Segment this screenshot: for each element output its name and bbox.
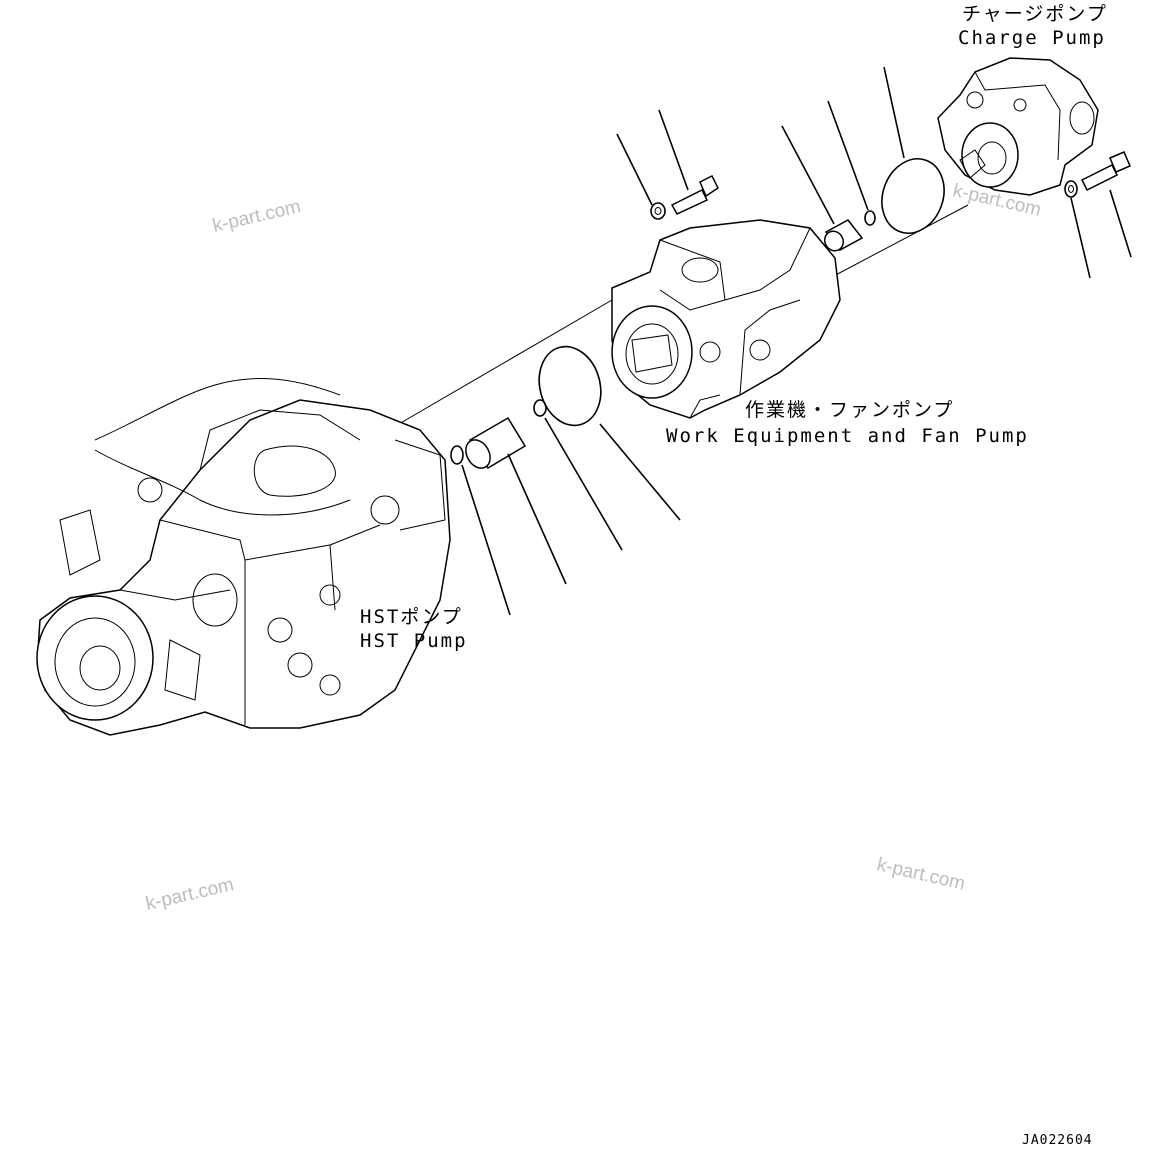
o-ring-small-lower (533, 399, 547, 417)
washer-upper-left (650, 202, 666, 220)
leader-lines (461, 66, 1132, 616)
o-ring-large-lower (538, 345, 602, 427)
o-ring-small-left (450, 445, 464, 465)
hst-pump-label-jp: HSTポンプ (360, 606, 463, 628)
charge-pump-label-en: Charge Pump (958, 27, 1106, 49)
work-pump-label-en: Work Equipment and Fan Pump (666, 425, 1029, 447)
bolt-right (1080, 151, 1131, 192)
o-ring-large-upper (881, 158, 945, 234)
drawing-code: JA022604 (1022, 1133, 1093, 1148)
hst-pump-label-en: HST Pump (360, 630, 468, 652)
bushing-lower (465, 416, 527, 470)
work-equipment-fan-pump-part (611, 219, 841, 419)
charge-pump-label-jp: チャージポンプ (962, 3, 1108, 25)
bolt-upper-left (670, 174, 719, 215)
assembly-axis-lines (391, 204, 969, 429)
o-ring-small-upper (864, 210, 876, 226)
washer-right (1064, 180, 1078, 198)
work-pump-label-jp: 作業機・ファンポンプ (745, 399, 955, 421)
bushing-upper (823, 219, 864, 252)
charge-pump-part (937, 57, 1099, 196)
hst-pump-part (36, 377, 451, 736)
